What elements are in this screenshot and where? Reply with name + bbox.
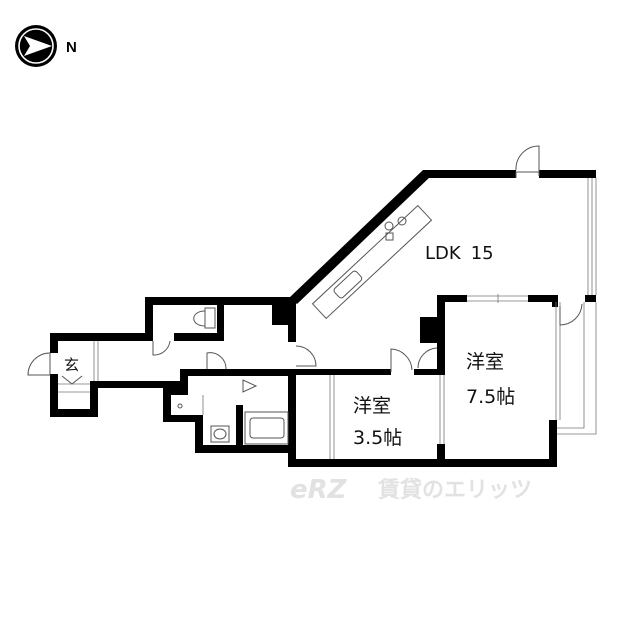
washbasin-icon [210, 425, 230, 443]
doors [27, 145, 583, 376]
faucet-icon [242, 379, 258, 393]
kitchen-counter-icon [311, 204, 433, 320]
watermark-logo: eRZ [290, 475, 348, 505]
bathtub-icon [244, 411, 289, 445]
windows [58, 178, 597, 459]
room-label-entrance: 玄 [64, 356, 79, 374]
north-arrow-icon [15, 25, 57, 67]
walls [50, 170, 596, 467]
room-size-western-small: 3.5帖 [353, 427, 402, 449]
compass-direction: N [66, 39, 77, 56]
stove-burners-icon [384, 216, 407, 241]
watermark-text: 賃貸のエリッツ [377, 477, 532, 503]
shoe-cabinet-icon [61, 375, 83, 385]
room-size-western-large: 7.5帖 [466, 386, 515, 408]
room-name-western-small: 洋室 [353, 395, 391, 417]
drain-icon [177, 403, 183, 409]
room-name-western-large: 洋室 [466, 351, 504, 373]
toilet-icon [193, 307, 216, 329]
